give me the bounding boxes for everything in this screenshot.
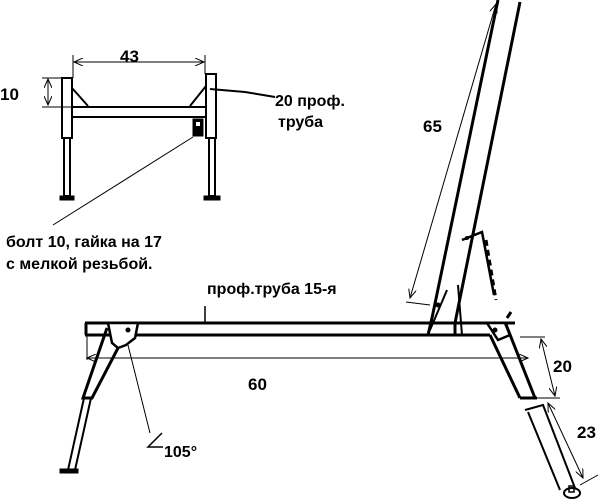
bolt-label: болт 10, гайка на 17 — [6, 234, 162, 251]
front-view — [42, 55, 276, 226]
width-dim-label: 43 — [120, 47, 139, 66]
left-post — [61, 77, 73, 139]
tube-label-2: труба — [278, 114, 323, 131]
tube-label: 20 проф. — [275, 93, 345, 110]
right-leg-lower — [524, 403, 576, 491]
right-leg — [208, 137, 216, 197]
height-dim-label: 10 — [0, 85, 19, 104]
beam-label: проф.труба 15-я — [207, 281, 337, 298]
left-leg-upper — [80, 327, 120, 400]
right-post — [205, 73, 217, 139]
bolt-label-2: с мелкой резьбой. — [6, 256, 153, 273]
left-leg — [63, 137, 71, 197]
angle-label: 105° — [164, 444, 197, 461]
bolt — [192, 118, 204, 137]
side-view — [59, 0, 599, 499]
leg-upper-dim-label: 20 — [553, 357, 572, 376]
crossbar — [71, 106, 207, 118]
left-foot — [59, 195, 75, 201]
bolt-leader — [52, 136, 194, 226]
backrest — [426, 0, 522, 336]
left-hinge — [106, 321, 140, 350]
leg-lower-dim-label: 23 — [577, 423, 596, 442]
right-foot — [563, 487, 581, 499]
angle-icon — [146, 432, 163, 448]
backrest-dim-label: 65 — [423, 117, 442, 136]
leg-upper-dimension-line — [541, 339, 555, 396]
right-foot — [203, 195, 221, 201]
left-gusset — [71, 87, 89, 107]
left-leg-lower — [67, 397, 92, 471]
tube-leader — [209, 88, 276, 98]
leg-lower-dimension-line — [548, 403, 583, 478]
left-foot — [59, 468, 79, 474]
angle-leader — [127, 344, 151, 434]
length-dim-label: 60 — [248, 375, 267, 394]
backrest-dimension-line — [410, 4, 496, 298]
right-gusset — [189, 85, 207, 107]
